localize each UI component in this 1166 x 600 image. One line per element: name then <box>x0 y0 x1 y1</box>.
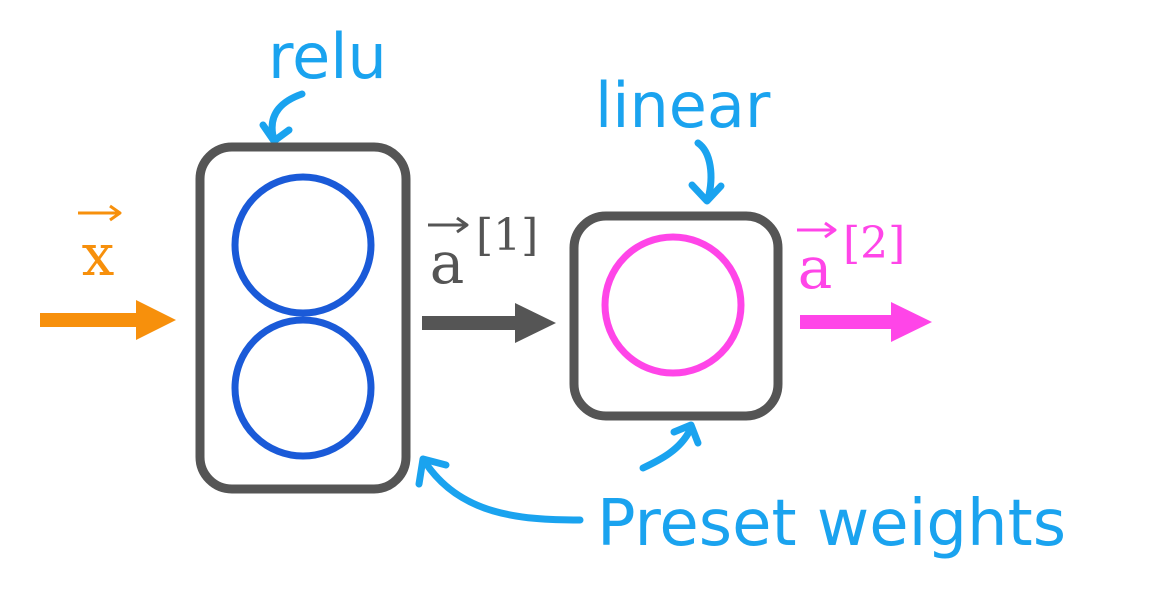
linear-label: linear <box>595 69 771 142</box>
weights-pointer-layer-2-head <box>670 421 702 447</box>
relu-pointer-arrow <box>268 90 306 144</box>
weights-pointer-layer-1-head <box>415 455 450 488</box>
a2-label: a <box>798 234 833 302</box>
input-x-label: x <box>82 221 115 289</box>
input-arrowhead <box>136 300 176 340</box>
layer-2-neuron <box>601 233 745 377</box>
a1-superscript: [1] <box>476 210 538 261</box>
output-arrowhead <box>891 302 932 342</box>
relu-pointer-arrowhead <box>259 121 293 145</box>
a1-vector-bar-head <box>456 216 469 234</box>
a2-superscript: [2] <box>843 218 905 269</box>
x-vector-bar-head <box>109 204 122 222</box>
relu-label: relu <box>268 20 387 93</box>
preset-weights-label: Preset weights <box>597 487 1066 561</box>
weights-pointer-layer-2 <box>639 426 694 472</box>
layer-1-neuron <box>231 173 375 317</box>
weights-pointer-layer-1 <box>421 458 584 524</box>
layer-1-box <box>195 142 411 494</box>
hidden-arrowhead <box>515 303 556 343</box>
a2-vector-bar-head <box>824 221 837 239</box>
a1-label: a <box>430 229 465 297</box>
layer-2-box <box>569 211 783 421</box>
layer-1-neuron <box>231 316 375 460</box>
linear-pointer-arrowhead <box>688 181 725 205</box>
linear-pointer-arrow <box>694 139 715 203</box>
